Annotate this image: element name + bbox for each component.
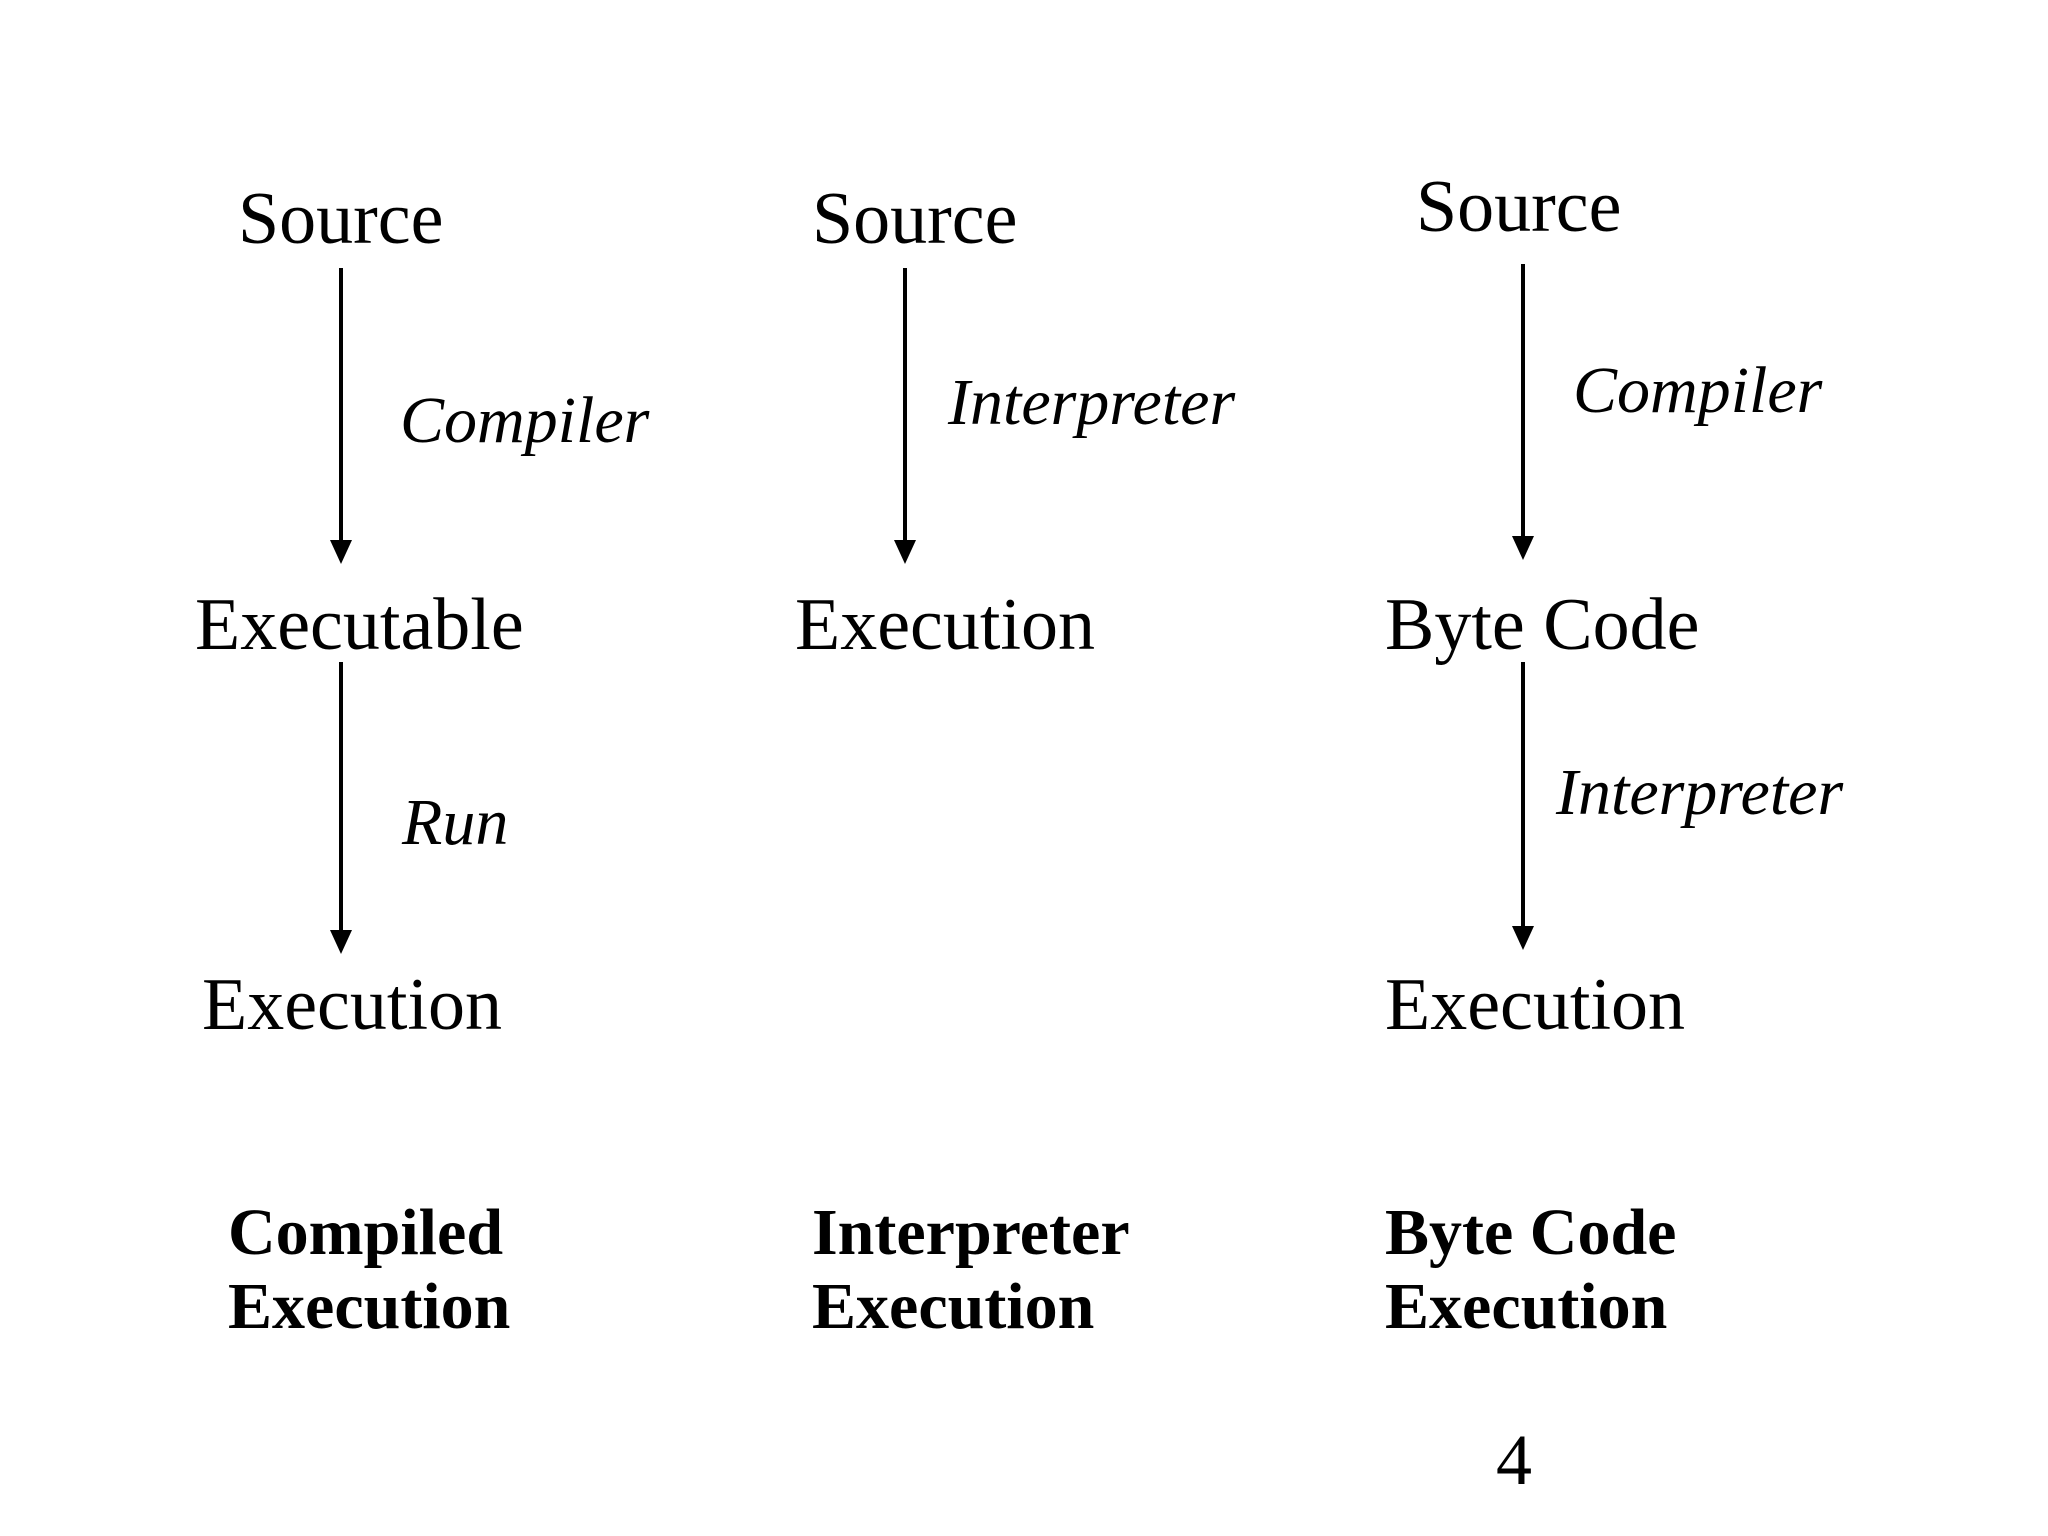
caption-bytecode-execution: Byte Code Execution [1385, 1196, 1676, 1344]
arrow-source-to-execution-col2 [894, 268, 916, 564]
node-execution-col1: Execution [202, 964, 503, 1046]
page-number: 4 [1496, 1420, 1532, 1500]
node-execution-col3: Execution [1385, 964, 1686, 1046]
caption-line-2: Execution [1385, 1269, 1668, 1343]
edge-label-compiler-col3: Compiler [1573, 354, 1823, 427]
node-source-col1: Source [238, 178, 444, 260]
caption-line-1: Byte Code [1385, 1196, 1677, 1269]
arrow-bytecode-to-execution [1512, 662, 1534, 950]
node-source-col2: Source [812, 178, 1018, 260]
edge-label-interpreter-col3: Interpreter [1556, 756, 1844, 829]
caption-line-2: Execution [228, 1269, 511, 1343]
arrow-source-to-executable [330, 268, 352, 564]
node-execution-col2: Execution [795, 584, 1096, 666]
caption-line-1: Compiled [228, 1196, 504, 1269]
caption-line-1: Interpreter [812, 1196, 1130, 1269]
caption-interpreter-execution: Interpreter Execution [812, 1196, 1130, 1344]
caption-compiled-execution: Compiled Execution [228, 1196, 510, 1344]
node-bytecode-col3: Byte Code [1385, 584, 1700, 666]
arrow-executable-to-execution [330, 662, 352, 954]
edge-label-interpreter-col2: Interpreter [948, 366, 1236, 439]
caption-line-2: Execution [812, 1269, 1095, 1343]
edge-label-compiler-col1: Compiler [400, 384, 650, 457]
node-executable-col1: Executable [195, 584, 524, 666]
node-source-col3: Source [1416, 166, 1622, 248]
edge-label-run-col1: Run [402, 786, 509, 859]
arrow-source-to-bytecode [1512, 264, 1534, 560]
